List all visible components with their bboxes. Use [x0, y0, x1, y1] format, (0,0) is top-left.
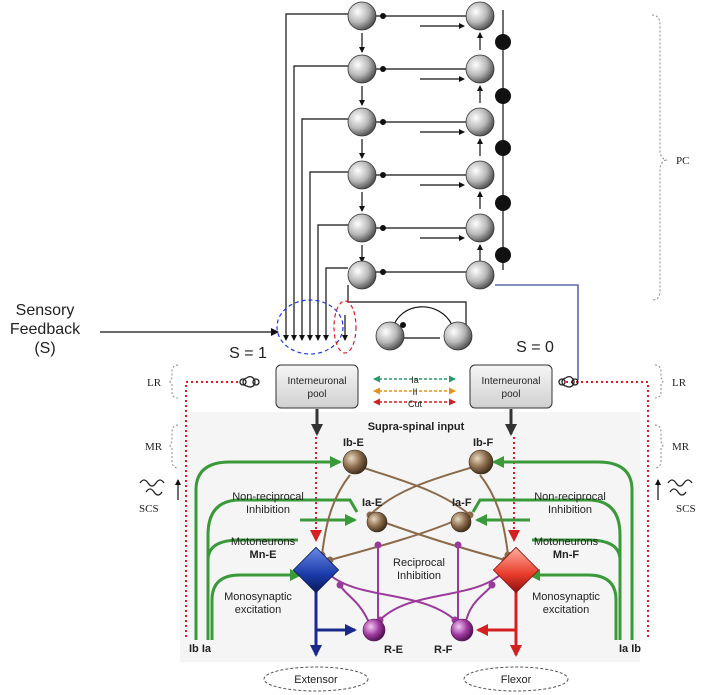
ia-ib-right-label: Ia Ib — [619, 643, 641, 655]
mn-e-motoneuron — [292, 546, 340, 594]
mn-f-motoneuron — [492, 546, 540, 594]
pc-label: PC — [676, 155, 689, 167]
svg-text:Flexor: Flexor — [501, 674, 532, 686]
svg-text:Extensor: Extensor — [294, 674, 338, 686]
mono-left-2: excitation — [235, 604, 281, 616]
r-e-label: R-E — [384, 644, 403, 656]
switch-highlight — [333, 300, 357, 354]
mono-left-1: Monosynaptic — [224, 591, 292, 603]
mr-left-label: MR — [145, 441, 163, 453]
scs-right-label: SCS — [676, 503, 696, 515]
nonrecip-left-2: Inhibition — [246, 504, 290, 516]
lesion-connectors — [239, 376, 579, 388]
mono-right-2: excitation — [543, 604, 589, 616]
cpg-network — [100, 10, 579, 380]
ia-e-label: Ia-E — [362, 497, 382, 509]
moto-left-2: Mn-E — [250, 549, 277, 561]
excitatory-afferents-right — [471, 456, 634, 640]
key-ii-label: II — [412, 387, 417, 397]
sensory-feedback-label-1: Sensory — [16, 302, 75, 319]
mr-right-label: MR — [672, 441, 690, 453]
side-brackets — [169, 364, 664, 469]
lr-left-label: LR — [147, 377, 162, 389]
nonrecip-right-1: Non-reciprocal — [534, 491, 606, 503]
mono-right-1: Monosynaptic — [532, 591, 600, 603]
key-cut-label: Cut — [408, 399, 423, 409]
r-f-label: R-F — [434, 644, 453, 656]
sensory-feedback-label-2: Feedback — [10, 321, 81, 338]
ia-f-label: Ia-F — [452, 497, 472, 509]
interneuronal-pool-left: Interneuronal pool — [275, 364, 359, 409]
svg-text:pool: pool — [502, 389, 521, 400]
r-e-neuron — [362, 618, 386, 642]
nonrecip-left-1: Non-reciprocal — [232, 491, 304, 503]
ib-e-neuron — [342, 449, 368, 475]
ib-f-label: Ib-F — [473, 437, 493, 449]
key-ia-label: Ia — [411, 375, 419, 385]
s-equals-one: S = 1 — [229, 345, 267, 362]
inhibitory-synapse-dots — [380, 13, 511, 328]
sensory-feedback-label-3: (S) — [34, 340, 55, 357]
moto-left-1: Motoneurons — [231, 536, 296, 548]
cpg-neurons — [347, 1, 495, 351]
pool-connection-key — [373, 375, 456, 406]
ia-f-neuron — [450, 511, 472, 533]
moto-right-1: Motoneurons — [534, 536, 599, 548]
flexor-muscle: Flexor — [463, 666, 569, 692]
ia-e-neuron — [366, 511, 388, 533]
sensory-input-highlight — [276, 299, 344, 355]
s-equals-zero: S = 0 — [516, 339, 554, 356]
ib-e-label: Ib-E — [343, 437, 364, 449]
recip-2: Inhibition — [397, 570, 441, 582]
lr-right-label: LR — [672, 377, 687, 389]
supra-spinal-title: Supra-spinal input — [368, 421, 465, 433]
r-f-neuron — [450, 618, 474, 642]
nonrecip-right-2: Inhibition — [548, 504, 592, 516]
renshaw-connections — [329, 541, 501, 626]
ib-f-neuron — [468, 449, 494, 475]
scs-left-stimulator-icon — [139, 479, 181, 500]
ib-ia-crossing-connections — [318, 464, 512, 564]
extensor-muscle: Extensor — [263, 666, 369, 692]
scs-right-stimulator-icon — [655, 479, 693, 500]
scs-left-label: SCS — [139, 503, 159, 515]
excitatory-afferents-left — [194, 456, 359, 640]
svg-text:Interneuronal: Interneuronal — [288, 376, 347, 387]
svg-text:pool: pool — [308, 389, 327, 400]
pc-brace — [651, 14, 668, 301]
cut-pathways — [185, 381, 649, 640]
ib-ia-left-label: Ib Ia — [189, 643, 212, 655]
recip-1: Reciprocal — [393, 557, 445, 569]
moto-right-2: Mn-F — [553, 549, 580, 561]
interneuronal-pool-right: Interneuronal pool — [469, 364, 553, 409]
svg-text:Interneuronal: Interneuronal — [482, 376, 541, 387]
